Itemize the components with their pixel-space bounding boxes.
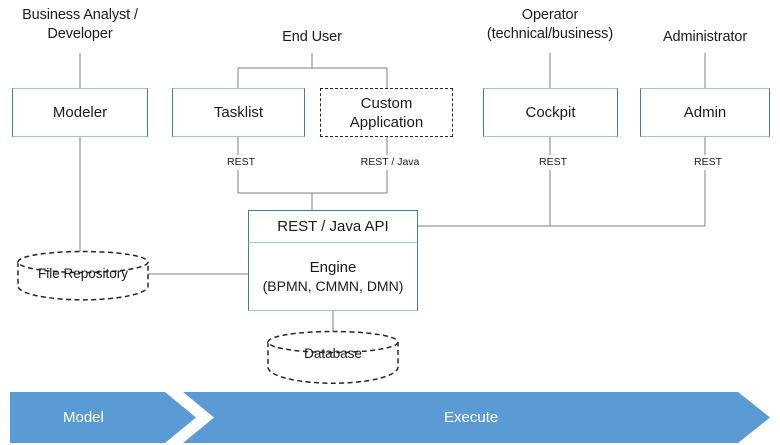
datastore-label-file-repository: File Repository <box>37 266 129 281</box>
phase-label-execute: Execute <box>444 409 499 426</box>
role-label-operator: Operator (technical/business) <box>486 7 614 42</box>
component-box-tasklist[interactable]: Tasklist <box>172 88 305 137</box>
phase-model-shape <box>10 392 196 443</box>
engine-subtitle: (BPMN, CMMN, DMN) <box>262 277 404 294</box>
phase-label-model: Model <box>63 409 104 426</box>
role-label-administrator: Administrator <box>662 29 748 45</box>
file-repository-shape <box>17 250 149 301</box>
component-box-custom-application[interactable]: Custom Application <box>320 88 453 137</box>
datastore-label-database: Database <box>304 346 362 361</box>
edge-label-cockpit-protocol: REST <box>510 156 596 169</box>
phase-banner-shapes <box>10 392 770 443</box>
database-shape <box>267 330 399 384</box>
phase-execute-shape <box>183 392 770 443</box>
component-box-admin[interactable]: Admin <box>640 88 770 137</box>
api-box-rest-java-api[interactable]: REST / Java API <box>248 210 418 243</box>
edge-label-tasklist-protocol: REST <box>198 156 284 169</box>
engine-box[interactable]: Engine (BPMN, CMMN, DMN) <box>248 243 418 311</box>
component-box-modeler[interactable]: Modeler <box>12 88 148 137</box>
role-label-end-user: End User <box>282 29 342 45</box>
edge-label-admin-protocol: REST <box>665 156 751 169</box>
engine-title: Engine <box>309 258 357 276</box>
role-label-business-analyst-developer: Business Analyst / Developer <box>22 7 138 42</box>
edge-label-custom-application-protocol: REST / Java <box>337 156 443 169</box>
component-box-cockpit[interactable]: Cockpit <box>483 88 618 137</box>
